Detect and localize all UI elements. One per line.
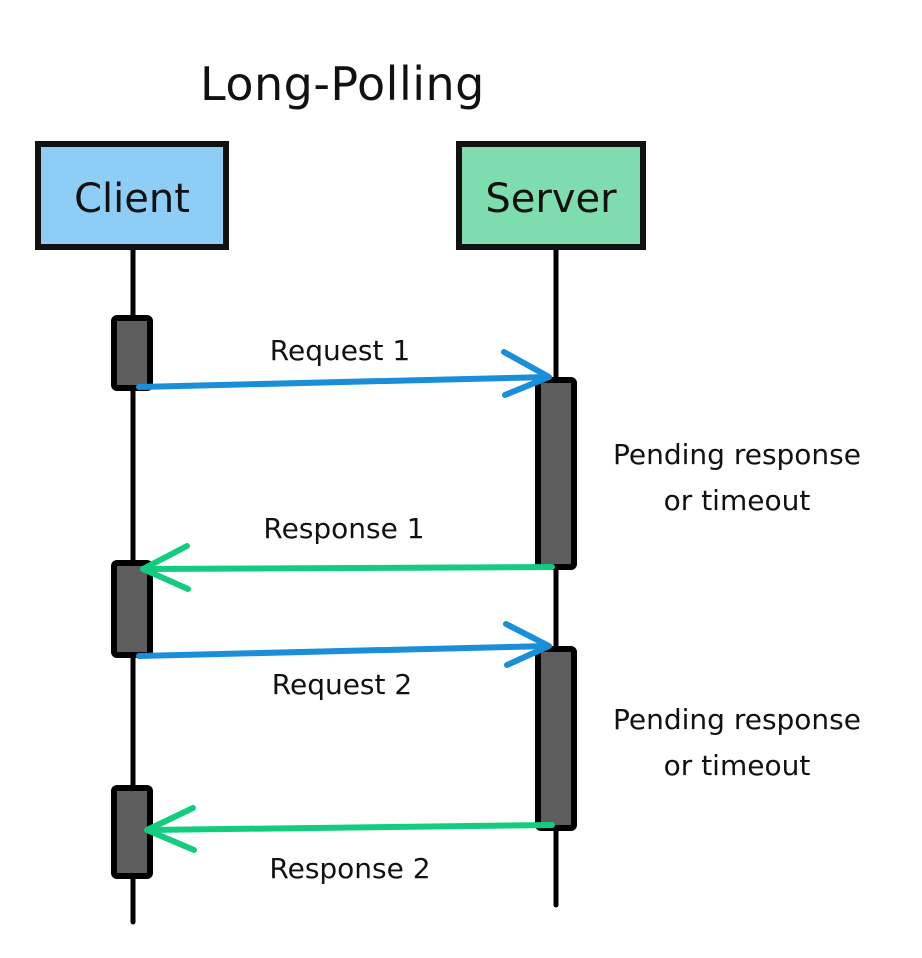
participant-box-server bbox=[456, 141, 646, 250]
arrow-head-right-icon bbox=[503, 621, 552, 668]
note-line-2: or timeout bbox=[664, 484, 811, 517]
message-line-request-2 bbox=[136, 643, 551, 659]
message-label-request-2: Request 2 bbox=[272, 668, 412, 701]
message-label-response-2: Response 2 bbox=[269, 852, 430, 885]
message-label-response-1: Response 1 bbox=[263, 512, 424, 545]
message-request-1[interactable]: Request 1 bbox=[136, 334, 552, 398]
message-line-response-1 bbox=[141, 564, 555, 572]
note-pending-response-2: Pending response or timeout bbox=[613, 703, 861, 782]
arrow-head-right-icon bbox=[501, 349, 552, 398]
message-response-1[interactable]: Response 1 bbox=[140, 512, 555, 592]
participant-label-server: Server bbox=[485, 176, 617, 222]
participant-box-client bbox=[35, 141, 229, 250]
message-request-2[interactable]: Request 2 bbox=[136, 621, 552, 701]
note-line-1: Pending response bbox=[613, 703, 861, 736]
participant-client[interactable]: Client bbox=[35, 141, 229, 250]
arrow-head-left-icon bbox=[140, 543, 191, 592]
activation-bar-client-1 bbox=[111, 315, 153, 391]
note-pending-response-1: Pending response or timeout bbox=[613, 438, 861, 517]
note-line-1: Pending response bbox=[613, 438, 861, 471]
participant-label-client: Client bbox=[74, 176, 190, 222]
activation-bar-server-1 bbox=[535, 377, 577, 570]
note-line-2: or timeout bbox=[664, 749, 811, 782]
arrow-head-left-icon bbox=[144, 805, 197, 853]
message-label-request-1: Request 1 bbox=[270, 334, 410, 367]
activation-bar-client-3 bbox=[111, 785, 153, 879]
message-line-response-2 bbox=[145, 822, 555, 833]
activation-bar-server-2 bbox=[535, 646, 577, 831]
activation-bar-client-2 bbox=[111, 560, 153, 658]
message-response-2[interactable]: Response 2 bbox=[144, 805, 555, 885]
message-line-request-1 bbox=[136, 374, 551, 390]
page-title: Long-Polling bbox=[200, 57, 485, 111]
participant-server[interactable]: Server bbox=[456, 141, 646, 250]
